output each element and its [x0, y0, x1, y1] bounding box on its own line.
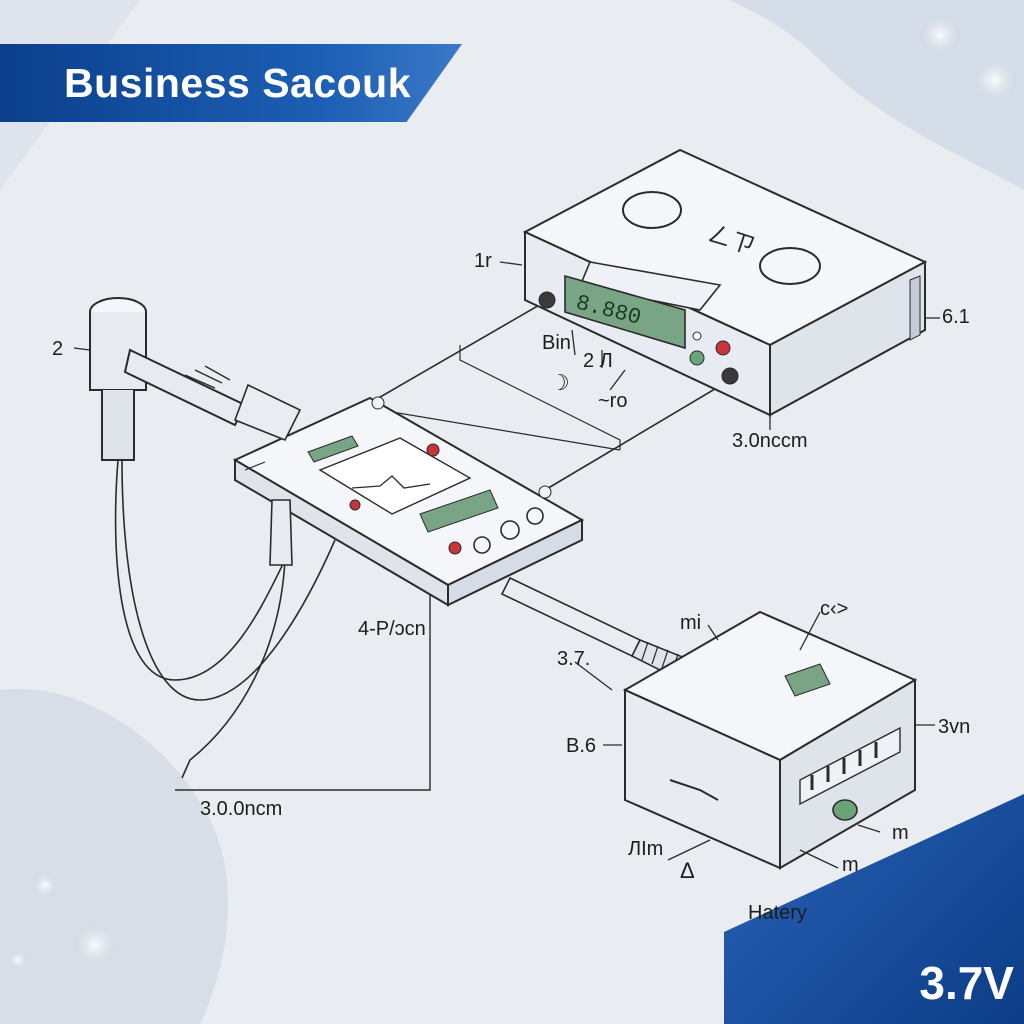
dial-button — [500, 520, 520, 540]
wire-frame-2 — [379, 409, 621, 451]
probe-port — [448, 541, 462, 555]
label-3-7: 3.7. — [557, 648, 591, 670]
jack-port — [538, 291, 556, 309]
probe-port — [371, 396, 385, 410]
lcd-small-2 — [419, 489, 499, 533]
probe — [89, 297, 302, 566]
lcd-display — [564, 274, 686, 350]
indicator-led — [715, 340, 731, 356]
label-moon: ☽ — [550, 370, 570, 395]
voltage-badge-text: 3.7V — [919, 957, 1014, 1009]
label-3vn: 3vn — [938, 716, 971, 738]
battery-cable — [500, 576, 692, 682]
multimeter-middle — [232, 396, 585, 607]
label-2: 2 — [52, 338, 64, 360]
leader-lines — [73, 261, 940, 869]
top-knob-right — [759, 247, 821, 285]
battery — [622, 610, 918, 870]
lcd-small-1 — [307, 435, 359, 463]
label-3-0-0ncm: 3.0.0ncm — [200, 798, 283, 820]
indicator-led — [689, 350, 705, 366]
probe-port — [349, 499, 361, 511]
label-bin: Bin — [542, 332, 571, 354]
label-arrow: Δ — [680, 858, 695, 883]
connection-wires — [114, 299, 731, 791]
waveform — [351, 475, 431, 489]
label-6-1: 6.1 — [942, 306, 970, 328]
top-knob-left — [622, 191, 682, 229]
screen-main — [318, 437, 472, 515]
label-hatery: Hatery — [748, 902, 807, 924]
label-flm: ЛIm — [628, 838, 664, 860]
label-b6: B.6 — [566, 735, 597, 757]
label-2n: 2 Л — [583, 350, 613, 372]
banner-title: Business Sacouk — [64, 60, 412, 106]
label-m-right: m — [892, 822, 909, 844]
title-banner — [0, 44, 462, 122]
wire-middle-down — [175, 505, 431, 791]
label-4pcn: 4-P/ɔcn — [358, 618, 426, 640]
device-top — [522, 148, 928, 417]
wire-frame — [459, 345, 621, 450]
wire-top-left — [374, 299, 549, 401]
dial-button — [526, 507, 544, 525]
wire-top-right — [544, 379, 731, 491]
probe-cable — [114, 459, 286, 681]
probe-cable-2 — [121, 459, 336, 701]
label-3-0nccm: 3.0nccm — [732, 430, 808, 452]
dial-button — [473, 536, 491, 554]
label-1r: 1r — [474, 250, 492, 272]
label-ro: ~ro — [598, 390, 628, 412]
jack-port — [721, 367, 739, 385]
label-cd: c‹> — [820, 598, 849, 620]
probe-cable-3 — [181, 559, 286, 779]
probe-port — [426, 443, 440, 457]
battery-lcd — [784, 663, 831, 697]
label-m-bottom: m — [842, 854, 859, 876]
probe-port — [538, 485, 552, 499]
label-mi: mi — [680, 612, 702, 634]
battery-power-button — [832, 799, 858, 821]
